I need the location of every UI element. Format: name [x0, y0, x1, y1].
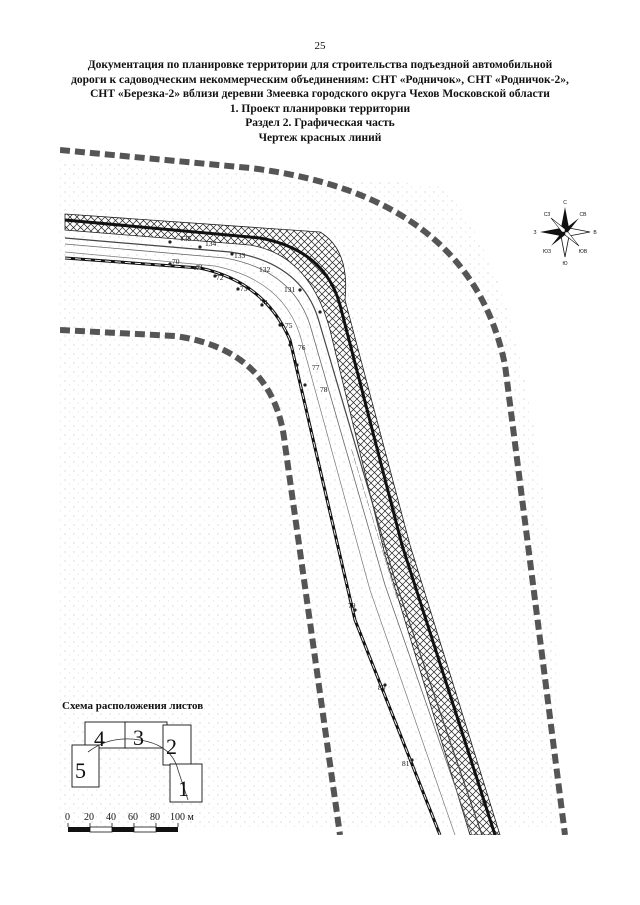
point-label: 72 [216, 273, 224, 282]
sheet-2-frame [162, 724, 192, 766]
hatched-strip [64, 213, 501, 835]
title-line-6: Чертеж красных линий [258, 131, 382, 144]
point-label: 133 [234, 251, 246, 260]
point-label: 134 [205, 239, 217, 248]
compass-ne: СВ [580, 212, 588, 218]
sheet-2-label: 2 [166, 734, 177, 759]
point-label: 79 [348, 601, 356, 610]
compass-w: З [533, 230, 536, 236]
point-label: 135 [180, 234, 192, 243]
point-label: 80 [378, 683, 386, 692]
scale-labels: 0 20 40 60 80 100 м [0, 812, 640, 826]
point-label: 71 [196, 263, 204, 272]
point-label: 81 [402, 759, 410, 768]
compass-s: Ю [562, 261, 567, 267]
road-edge-line-2 [64, 243, 473, 835]
sheet-5-label: 5 [75, 758, 86, 783]
sheet-4-frame [84, 721, 128, 749]
compass-sw: ЮЗ [543, 249, 551, 255]
compass-rose: С СВ В ЮВ Ю ЮЗ З СЗ [533, 200, 597, 267]
title-line-4: 1. Проект планировки территории [229, 102, 411, 115]
point-label: 73 [240, 284, 248, 293]
point-label: 82 [480, 799, 488, 808]
road-axis-line [64, 251, 456, 835]
compass-se: ЮВ [579, 249, 588, 255]
page-number: 25 [314, 40, 326, 52]
scale-label: 20 [84, 812, 94, 823]
scale-label: 80 [150, 812, 160, 823]
sheet-3-label: 3 [133, 725, 144, 750]
sheet-5-frame [71, 744, 100, 788]
sheet-1-frame [169, 763, 203, 803]
point-label: 77 [312, 363, 320, 372]
title-line-1: Документация по планировке территории дл… [87, 59, 553, 71]
document-title: Документация по планировке территории дл… [40, 58, 600, 145]
point-label: 76 [298, 343, 306, 352]
title-line-5: Раздел 2. Графическая часть [245, 117, 395, 129]
sheet-scheme-title: Схема расположения листов [62, 700, 204, 712]
title-line-2: дороги к садоводческим некоммерческим об… [71, 73, 569, 86]
point-label: 70 [172, 257, 180, 266]
point-label: 132 [259, 265, 271, 274]
survey-points [168, 240, 440, 832]
sheet-scheme [71, 721, 203, 803]
sheet-1-label: 1 [178, 776, 189, 801]
point-label: 75 [285, 321, 293, 330]
scale-label: 40 [106, 812, 116, 823]
compass-n: С [563, 200, 567, 206]
scale-label: 0 [65, 812, 70, 823]
compass-nw: СЗ [544, 212, 551, 218]
sheet-4-label: 4 [94, 726, 105, 751]
sheet-3-frame [124, 721, 168, 749]
point-label: 131 [284, 285, 296, 294]
zone-boundary-outer [60, 147, 568, 835]
scale-label: 100 м [170, 812, 194, 823]
compass-e: В [593, 230, 597, 236]
red-line-right [64, 218, 497, 835]
scale-bar [67, 823, 179, 833]
scale-label: 60 [128, 812, 138, 823]
point-label: 74 [260, 298, 268, 307]
zone-boundary-inner [60, 327, 343, 835]
point-label: 78 [320, 385, 328, 394]
title-line-3: СНТ «Березка-2» вблизи деревни Змеевка г… [90, 88, 550, 100]
road-edge-line-1 [64, 237, 483, 835]
